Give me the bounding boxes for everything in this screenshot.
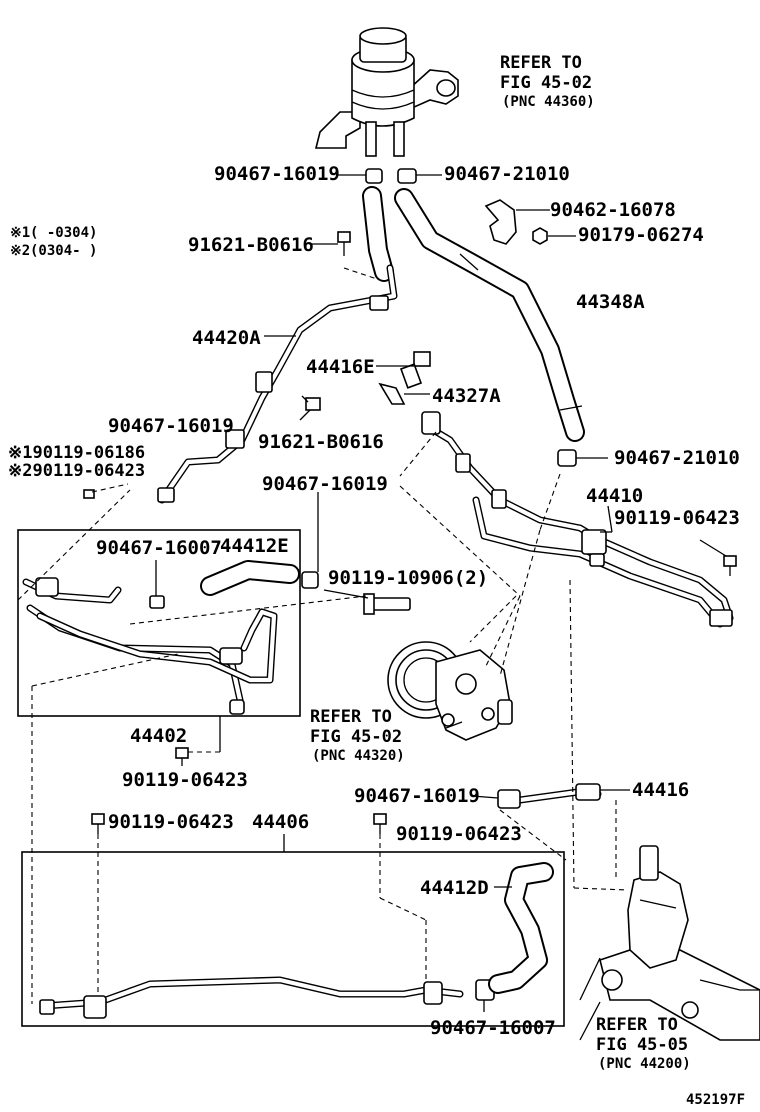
bolts <box>83 231 737 615</box>
pipe-44416 <box>471 783 630 880</box>
part-label-44416e[interactable]: 44416E <box>306 356 375 378</box>
bolts-44406 <box>91 813 427 1000</box>
part-label-90467-16007-upper[interactable]: 90467-16007 <box>96 537 222 559</box>
dash-gear-2 <box>573 887 629 891</box>
ref-reservoir-line2: FIG 45-02 <box>500 73 592 93</box>
part-label-90119-06423-below-44402[interactable]: 90119-06423 <box>122 769 248 791</box>
pipe-44406 <box>31 653 495 1019</box>
part-label-90467-16019-lower[interactable]: 90467-16019 <box>354 785 480 807</box>
part-label-90462-16078[interactable]: 90462-16078 <box>550 199 676 221</box>
part-label-90119-06186[interactable]: ※190119-06186 <box>8 443 145 463</box>
ref-gear-line2: FIG 45-05 <box>596 1035 688 1055</box>
part-label-44402[interactable]: 44402 <box>130 725 187 747</box>
reservoir-drawing <box>314 27 459 157</box>
ref-gear-line3: (PNC 44200) <box>598 1056 691 1072</box>
assembly-box-44402 <box>17 529 301 717</box>
bracket-drawing <box>484 199 576 245</box>
legend-mark-2: ※2 <box>10 243 30 259</box>
pump-drawing <box>387 431 561 741</box>
part-label-90119-10906[interactable]: 90119-10906(2) <box>328 567 488 589</box>
bolt-below-44402 <box>175 747 220 766</box>
ref-pump-line2: FIG 45-02 <box>310 727 402 747</box>
part-label-44412e[interactable]: 44412E <box>220 535 289 557</box>
legend-range-2: (0304- ) <box>30 243 97 259</box>
steering-gear-drawing <box>579 845 760 1041</box>
part-label-90467-16019-mid[interactable]: 90467-16019 <box>262 473 388 495</box>
part-label-90467-16019-top[interactable]: 90467-16019 <box>214 163 340 185</box>
legend-range-1: ( -0304) <box>30 225 97 241</box>
part-label-90119-06423-right-bottom[interactable]: 90119-06423 <box>396 823 522 845</box>
part-label-44327a[interactable]: 44327A <box>432 385 501 407</box>
part-label-90119-06423-left-bottom[interactable]: 90119-06423 <box>108 811 234 833</box>
part-label-44406[interactable]: 44406 <box>252 811 309 833</box>
part-label-90467-16019-left[interactable]: 90467-16019 <box>108 415 234 437</box>
ref-reservoir-line1: REFER TO <box>500 53 582 73</box>
reference-labels: REFER TO FIG 45-02 (PNC 44360) REFER TO … <box>310 53 691 1072</box>
part-label-90119-06423-variant[interactable]: ※290119-06423 <box>8 461 145 481</box>
part-label-91621-b0616-top[interactable]: 91621-B0616 <box>188 234 314 256</box>
pipe-44410 <box>421 411 734 628</box>
ref-pump-line1: REFER TO <box>310 707 392 727</box>
part-label-90119-06423-right[interactable]: 90119-06423 <box>614 507 740 529</box>
legend-mark-1: ※1 <box>10 225 30 241</box>
dash-gear <box>569 579 575 889</box>
part-label-44416[interactable]: 44416 <box>632 779 689 801</box>
legend: ※1 ( -0304) ※2 (0304- ) <box>10 225 97 259</box>
pipe-44402 <box>17 489 367 715</box>
part-label-44410[interactable]: 44410 <box>586 485 643 507</box>
part-label-91621-b0616-mid[interactable]: 91621-B0616 <box>258 431 384 453</box>
part-label-44348a[interactable]: 44348A <box>576 291 645 313</box>
figure-id: 452197F <box>686 1092 745 1108</box>
part-label-90467-16007-lower[interactable]: 90467-16007 <box>430 1017 556 1039</box>
ref-gear-line1: REFER TO <box>596 1015 678 1035</box>
ref-reservoir-line3: (PNC 44360) <box>502 94 595 110</box>
reservoir-hoses <box>362 186 585 442</box>
pipe-44420a <box>157 264 398 504</box>
assembly-box-44406 <box>21 851 565 1027</box>
hose-clamps-top <box>336 168 442 184</box>
part-label-90467-21010-top[interactable]: 90467-21010 <box>444 163 570 185</box>
part-label-90179-06274[interactable]: 90179-06274 <box>578 224 704 246</box>
hose-44412d <box>488 862 554 994</box>
ref-pump-line3: (PNC 44320) <box>312 748 405 764</box>
part-label-90467-21010-right[interactable]: 90467-21010 <box>614 447 740 469</box>
part-number-labels[interactable]: 90467-16019 90467-21010 90462-16078 9017… <box>8 163 740 1039</box>
part-label-44412d[interactable]: 44412D <box>420 877 489 899</box>
part-label-44420a[interactable]: 44420A <box>192 327 261 349</box>
clamp-and-hose-mid <box>149 492 319 609</box>
